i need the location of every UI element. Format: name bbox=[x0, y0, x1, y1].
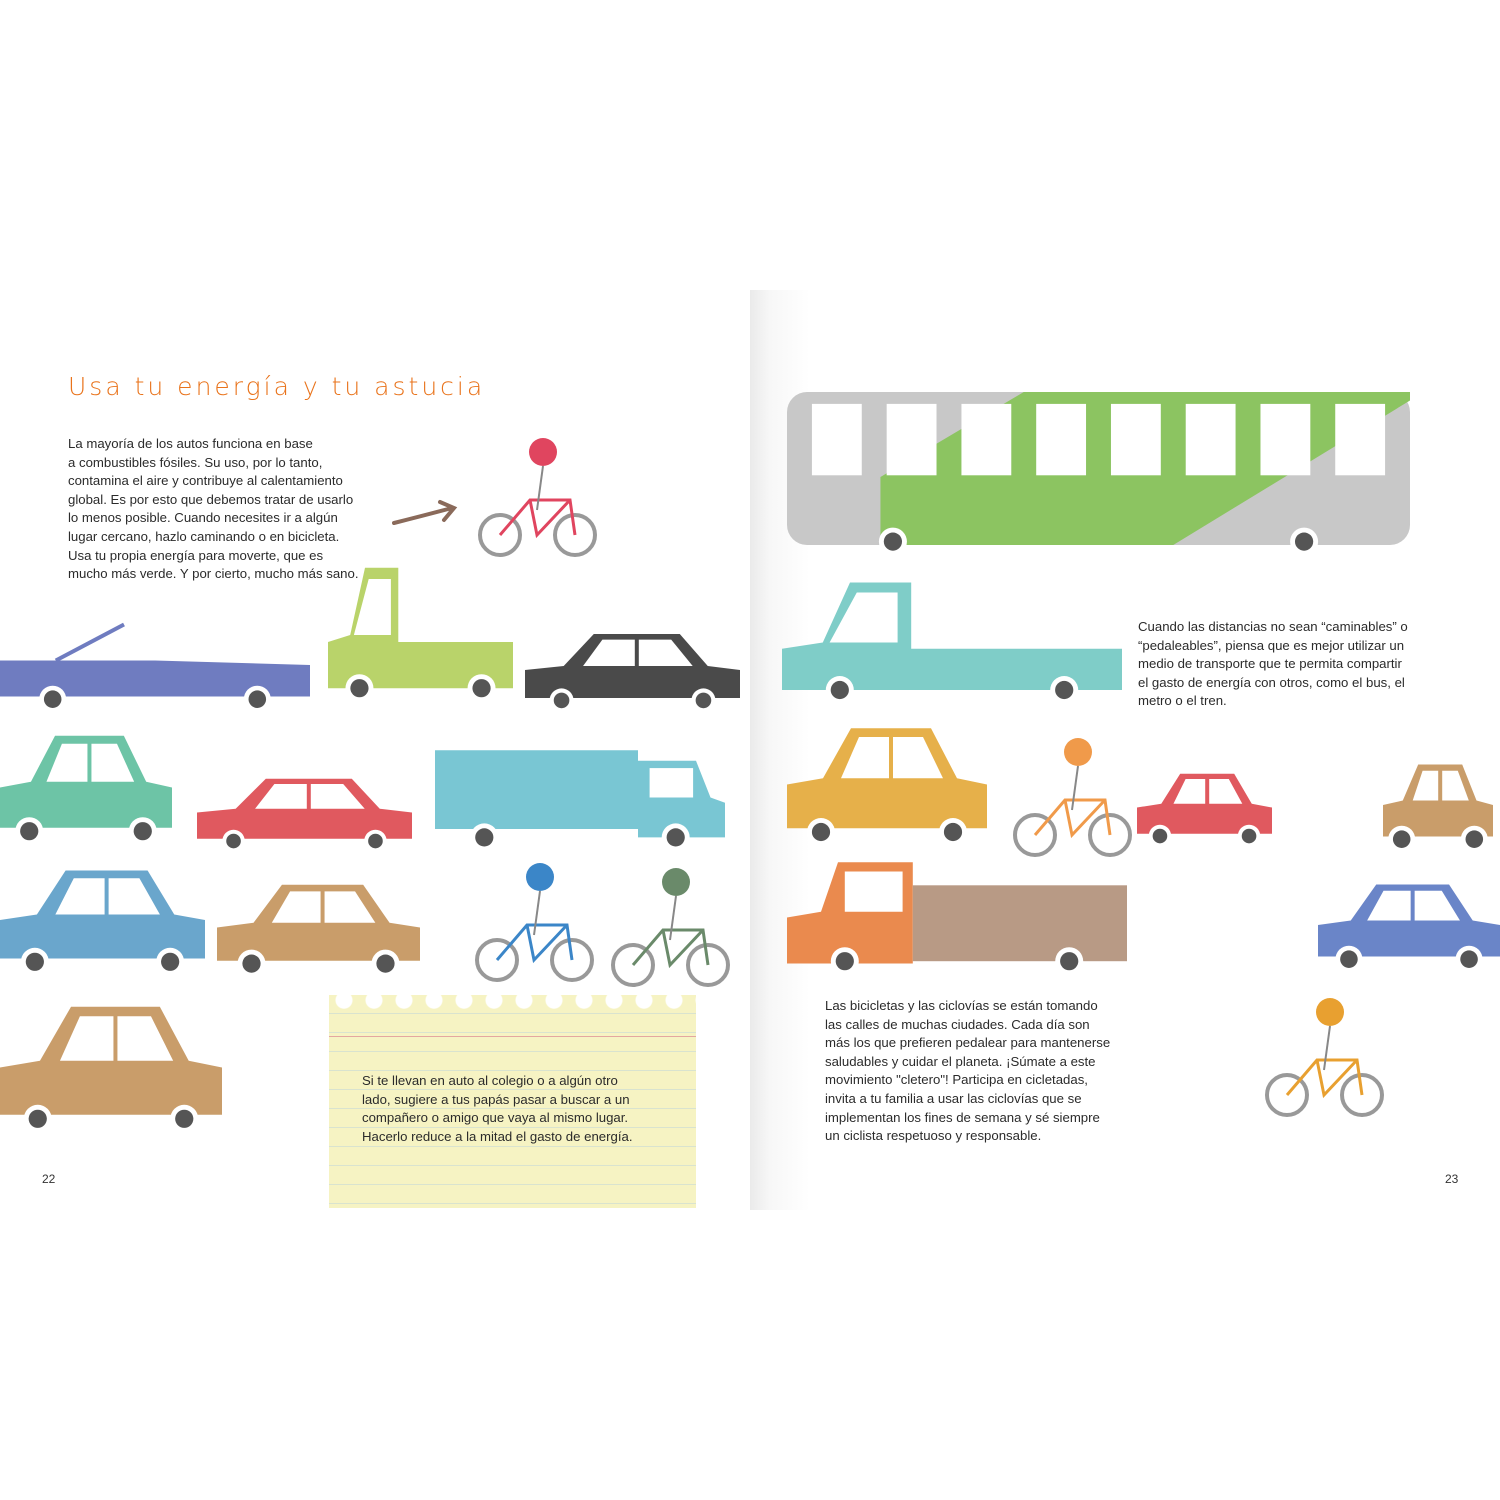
car-tan-small bbox=[1383, 760, 1493, 861]
bike-boy-dog bbox=[1262, 990, 1392, 1125]
car-mint bbox=[0, 730, 172, 856]
car-tan-large bbox=[0, 1000, 222, 1146]
page-number-right: 23 bbox=[1445, 1172, 1459, 1186]
note-paper: Si te llevan en auto al colegio o a algú… bbox=[329, 995, 696, 1208]
note-text: Si te llevan en auto al colegio o a algú… bbox=[362, 1073, 633, 1144]
arrow-illustration bbox=[392, 500, 458, 525]
intro-paragraph: La mayoría de los autos funciona en base… bbox=[68, 436, 359, 582]
bike-boy-orange bbox=[472, 855, 602, 990]
bike-girl-basket bbox=[475, 430, 605, 565]
bus bbox=[787, 392, 1410, 573]
car-sky bbox=[0, 865, 205, 986]
pickup-truck-lime bbox=[328, 565, 513, 716]
page-title: Usa tu energía y tu astucia bbox=[68, 372, 486, 401]
transport-paragraph: Cuando las distancias no sean “caminable… bbox=[1138, 619, 1408, 709]
pickup-truck-teal bbox=[782, 580, 1122, 716]
bike-kid-green bbox=[1010, 730, 1140, 865]
note-holes bbox=[329, 995, 696, 1021]
delivery-truck-cyan bbox=[435, 745, 725, 861]
car-tan bbox=[217, 880, 420, 986]
car-red bbox=[197, 775, 412, 861]
bike-paragraph: Las bicicletas y las ciclovías se están … bbox=[825, 998, 1111, 1144]
car-royal bbox=[1318, 880, 1500, 981]
car-black bbox=[525, 630, 740, 721]
page-number-left: 22 bbox=[42, 1172, 56, 1186]
box-truck bbox=[787, 860, 1127, 986]
convertible-car bbox=[0, 620, 310, 721]
bike-girl-red bbox=[608, 860, 738, 995]
car-yellow bbox=[787, 722, 987, 858]
car-red-small bbox=[1137, 770, 1272, 856]
